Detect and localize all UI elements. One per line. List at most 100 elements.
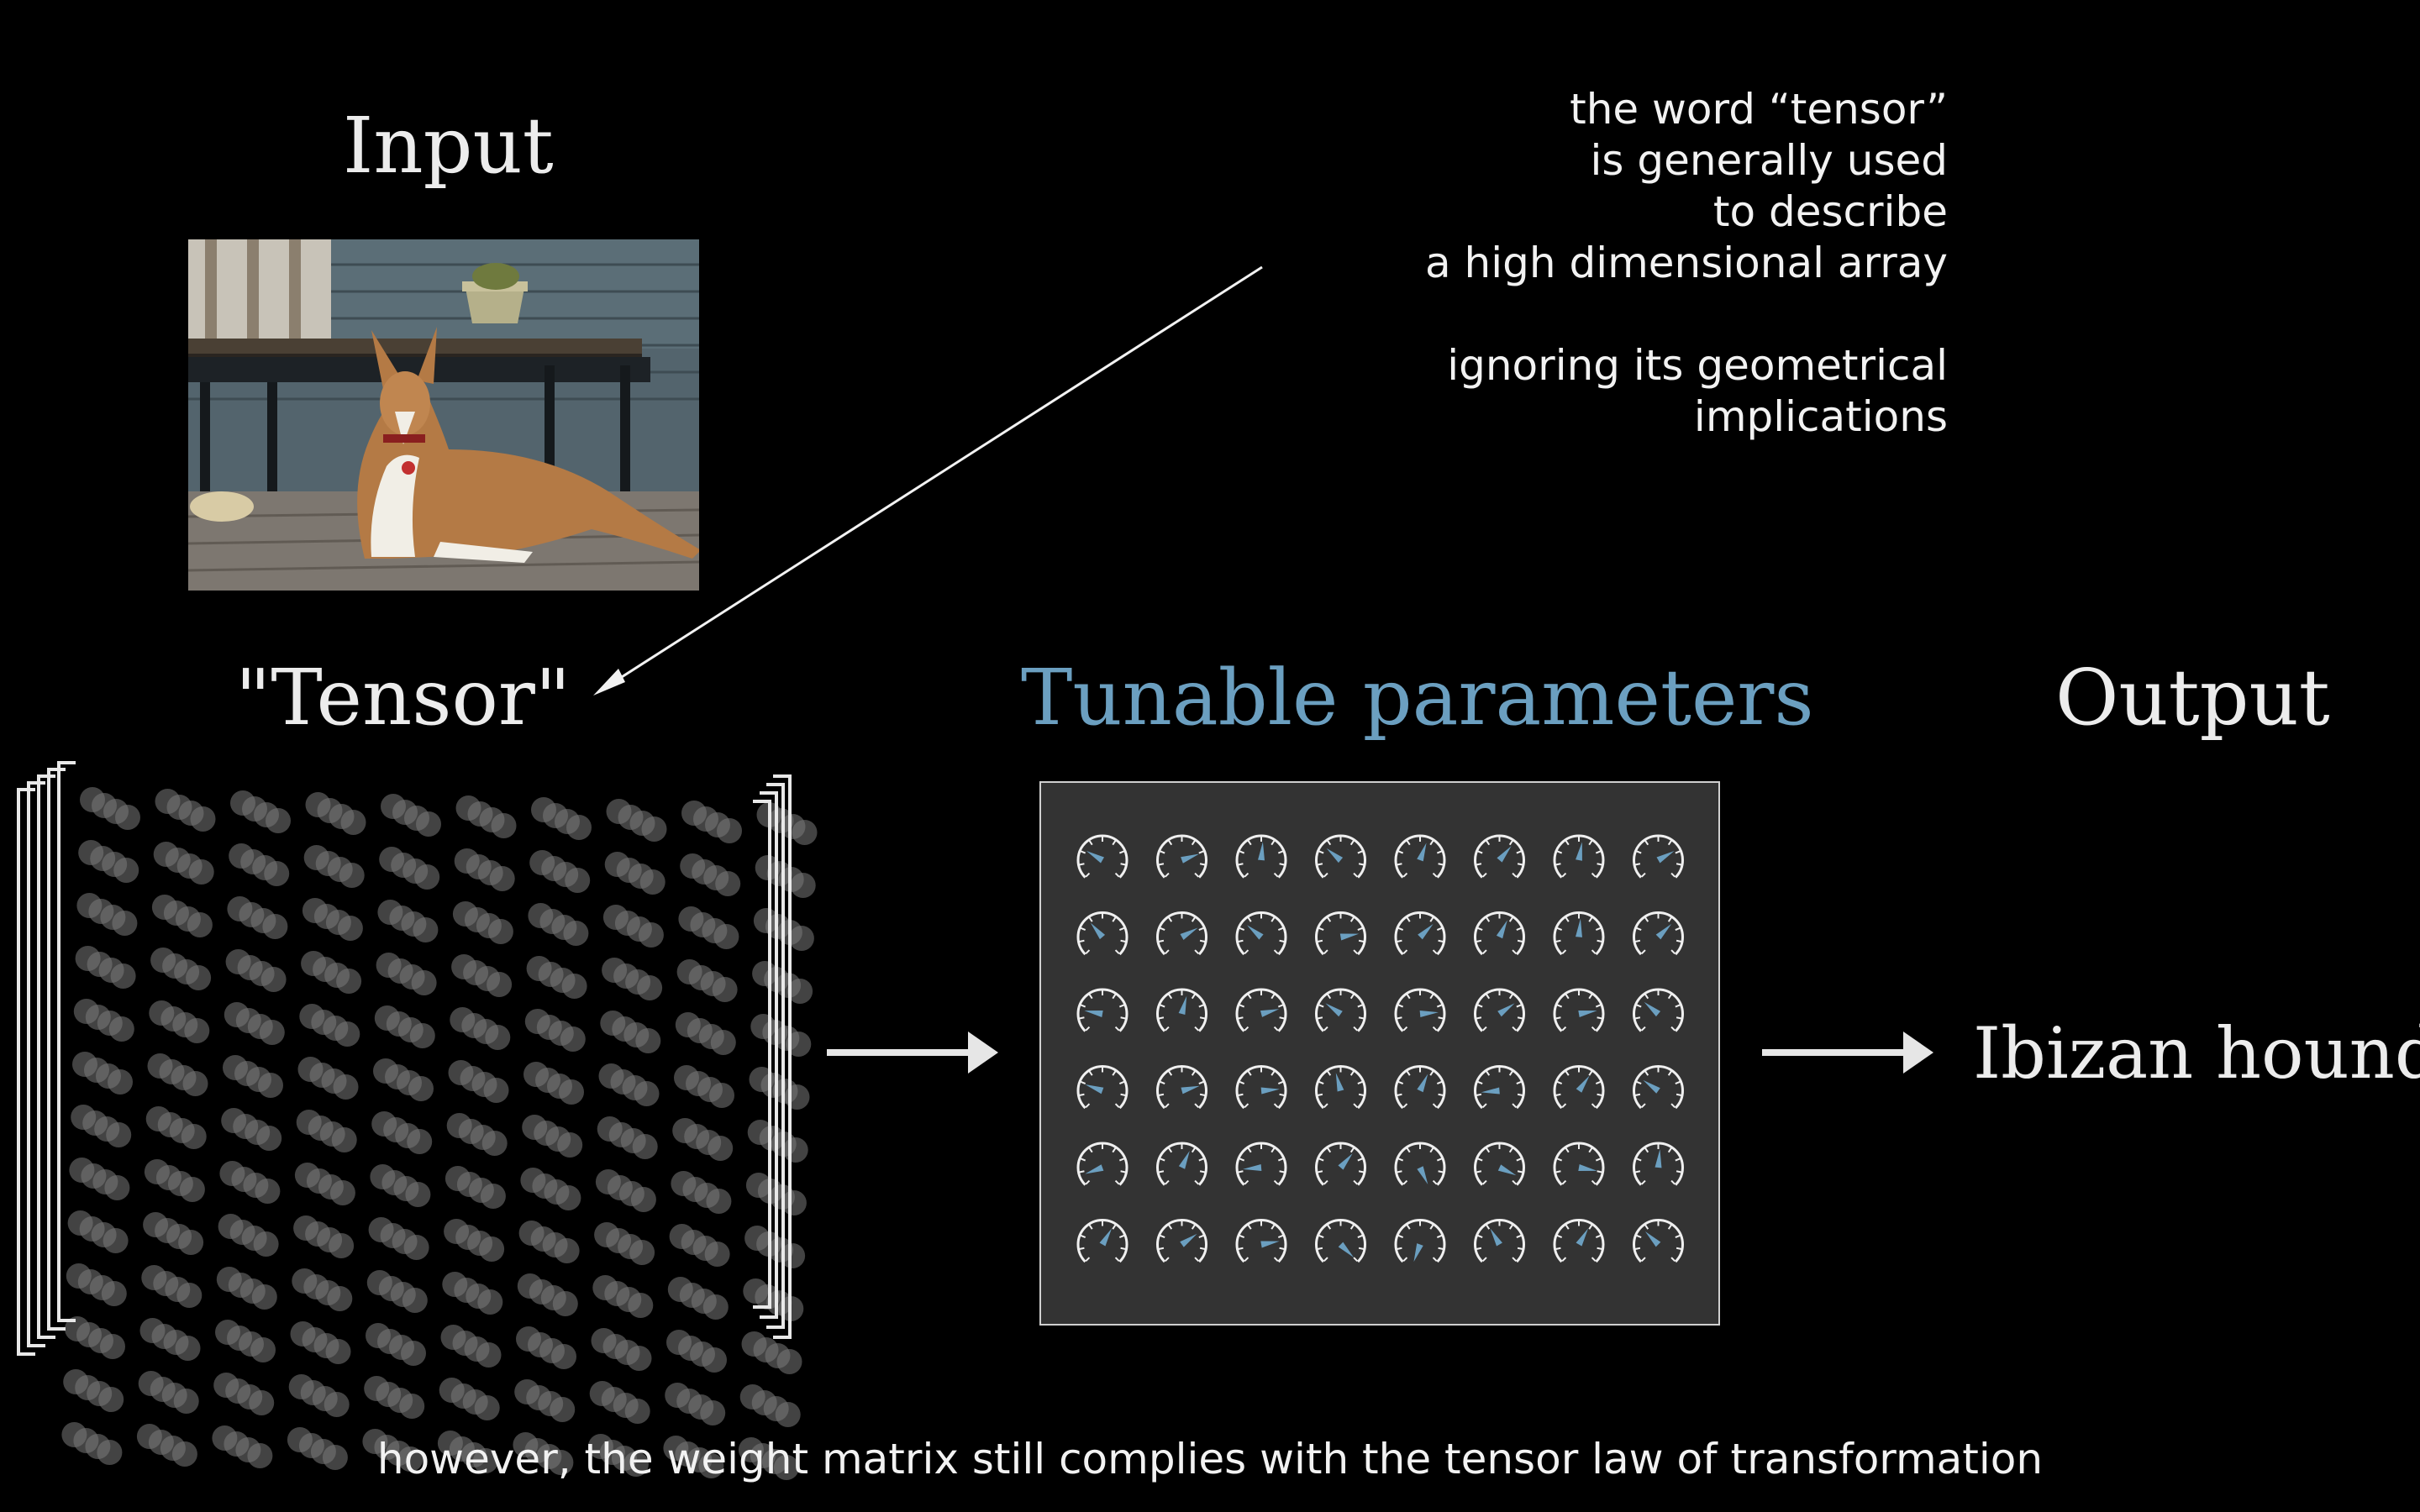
tensor-element bbox=[669, 1224, 695, 1249]
dial-gauge-icon bbox=[1315, 834, 1366, 879]
tensor-element bbox=[71, 1105, 97, 1130]
dog-photo-icon bbox=[188, 239, 699, 591]
tensor-element bbox=[377, 900, 403, 925]
tensor-element bbox=[672, 1118, 698, 1143]
dial-gauge-icon bbox=[1474, 911, 1525, 956]
dial-gauge-icon bbox=[1235, 1142, 1287, 1186]
tensor-element bbox=[61, 1422, 87, 1447]
tensor-frame-left bbox=[57, 761, 76, 1322]
dial-gauge-icon bbox=[1315, 1142, 1366, 1186]
tensor-element bbox=[606, 799, 632, 824]
tensor-element bbox=[296, 1110, 322, 1135]
note-line: a high dimensional array bbox=[1425, 239, 1948, 287]
tensor-element bbox=[75, 946, 101, 971]
dial-gauge-icon bbox=[1315, 1219, 1366, 1263]
dial-gauge-icon bbox=[1394, 988, 1446, 1032]
tensor-element bbox=[680, 853, 706, 879]
tensor-frame-right bbox=[773, 774, 792, 1339]
tensor-element bbox=[738, 1437, 764, 1462]
dial-gauge-icon bbox=[1633, 988, 1684, 1032]
tensor-element bbox=[219, 1161, 245, 1186]
tensor-element bbox=[362, 1429, 388, 1454]
tensor-element bbox=[451, 954, 477, 979]
dial-gauge-icon bbox=[1553, 1065, 1605, 1110]
tensor-element bbox=[76, 893, 103, 918]
tensor-element bbox=[139, 1318, 166, 1343]
dial-gauge-icon bbox=[1633, 1142, 1684, 1186]
tensor-element bbox=[602, 958, 628, 983]
dial-gauge-icon bbox=[1474, 988, 1525, 1032]
tensor-element bbox=[69, 1158, 95, 1183]
tensor-element bbox=[591, 1328, 617, 1353]
tensor-element bbox=[229, 843, 255, 869]
dial-gauge-icon bbox=[1394, 1065, 1446, 1110]
dial-gauge-icon bbox=[1235, 988, 1287, 1032]
dial-gauge-icon bbox=[1076, 1065, 1128, 1110]
tensor-element bbox=[671, 1171, 697, 1196]
dial-gauge-icon bbox=[1394, 911, 1446, 956]
tensor-element bbox=[73, 999, 99, 1024]
tensor-element bbox=[514, 1379, 540, 1404]
note-line: ignoring its geometrical bbox=[1447, 341, 1948, 390]
tensor-element bbox=[444, 1219, 470, 1244]
tensor-element bbox=[376, 953, 402, 978]
dial-gauge-icon bbox=[1474, 1065, 1525, 1110]
dial-gauge-icon bbox=[1235, 1219, 1287, 1263]
tensor-element bbox=[598, 1063, 624, 1089]
tensor-element bbox=[72, 1052, 97, 1077]
tensor-element bbox=[454, 848, 480, 874]
tensor-element bbox=[455, 795, 481, 821]
tensor-element bbox=[604, 852, 630, 877]
output-label: Ibizan hound bbox=[1973, 1012, 2420, 1095]
tensor-element bbox=[293, 1215, 319, 1241]
dial-gauge-icon bbox=[1553, 1219, 1605, 1263]
dial-gauge-icon bbox=[1235, 834, 1287, 879]
tensor-element bbox=[371, 1111, 397, 1137]
tensor-element bbox=[440, 1325, 466, 1350]
note-line: is generally used bbox=[1590, 136, 1949, 185]
tensor-element bbox=[518, 1221, 544, 1246]
tensor-element bbox=[141, 1265, 167, 1290]
dial-gauge-icon bbox=[1156, 1065, 1207, 1110]
tensor-element bbox=[681, 801, 707, 826]
note-line: to describe bbox=[1712, 187, 1948, 236]
tensor-element bbox=[368, 1217, 394, 1242]
tensor-element bbox=[529, 850, 555, 875]
tensor-element bbox=[452, 901, 478, 927]
tensor-element bbox=[297, 1057, 324, 1082]
tensor-element bbox=[592, 1275, 618, 1300]
tensor-element bbox=[676, 959, 702, 984]
dial-gauge-icon bbox=[1633, 1219, 1684, 1263]
tensor-element bbox=[151, 895, 177, 920]
tensor-element bbox=[589, 1381, 615, 1406]
tensor-element bbox=[747, 1120, 773, 1145]
tensor-element bbox=[513, 1432, 539, 1457]
tensor-element bbox=[446, 1113, 472, 1138]
dial-gauge-icon bbox=[1315, 1065, 1366, 1110]
right-arrow-icon bbox=[1762, 1032, 1933, 1074]
tensor-element bbox=[526, 956, 552, 981]
dial-gauge-icon bbox=[1156, 911, 1207, 956]
tensor-frame-right bbox=[760, 791, 778, 1319]
tensor-element bbox=[305, 792, 331, 817]
dial-gauge-icon bbox=[1076, 988, 1128, 1032]
tensor-element bbox=[366, 1323, 391, 1348]
dial-gauge-icon bbox=[1633, 1065, 1684, 1110]
tensor-element bbox=[379, 847, 405, 872]
tensor-element bbox=[66, 1263, 92, 1289]
tensor-element bbox=[290, 1321, 316, 1347]
tensor-element bbox=[301, 951, 327, 976]
tensor-element bbox=[147, 1053, 173, 1079]
tensor-element bbox=[665, 1383, 691, 1408]
dial-gauge-icon bbox=[1394, 1142, 1446, 1186]
annotation-arrow bbox=[593, 265, 1263, 696]
tensor-element bbox=[739, 1384, 765, 1410]
tensor-element bbox=[531, 797, 556, 822]
tensor-element bbox=[366, 1270, 392, 1295]
tensor-element bbox=[522, 1115, 548, 1140]
tensor-element bbox=[744, 1226, 771, 1251]
dial-gauge-icon bbox=[1553, 834, 1605, 879]
dial-gauge-icon bbox=[1394, 834, 1446, 879]
tensor-frame-right bbox=[753, 800, 771, 1309]
